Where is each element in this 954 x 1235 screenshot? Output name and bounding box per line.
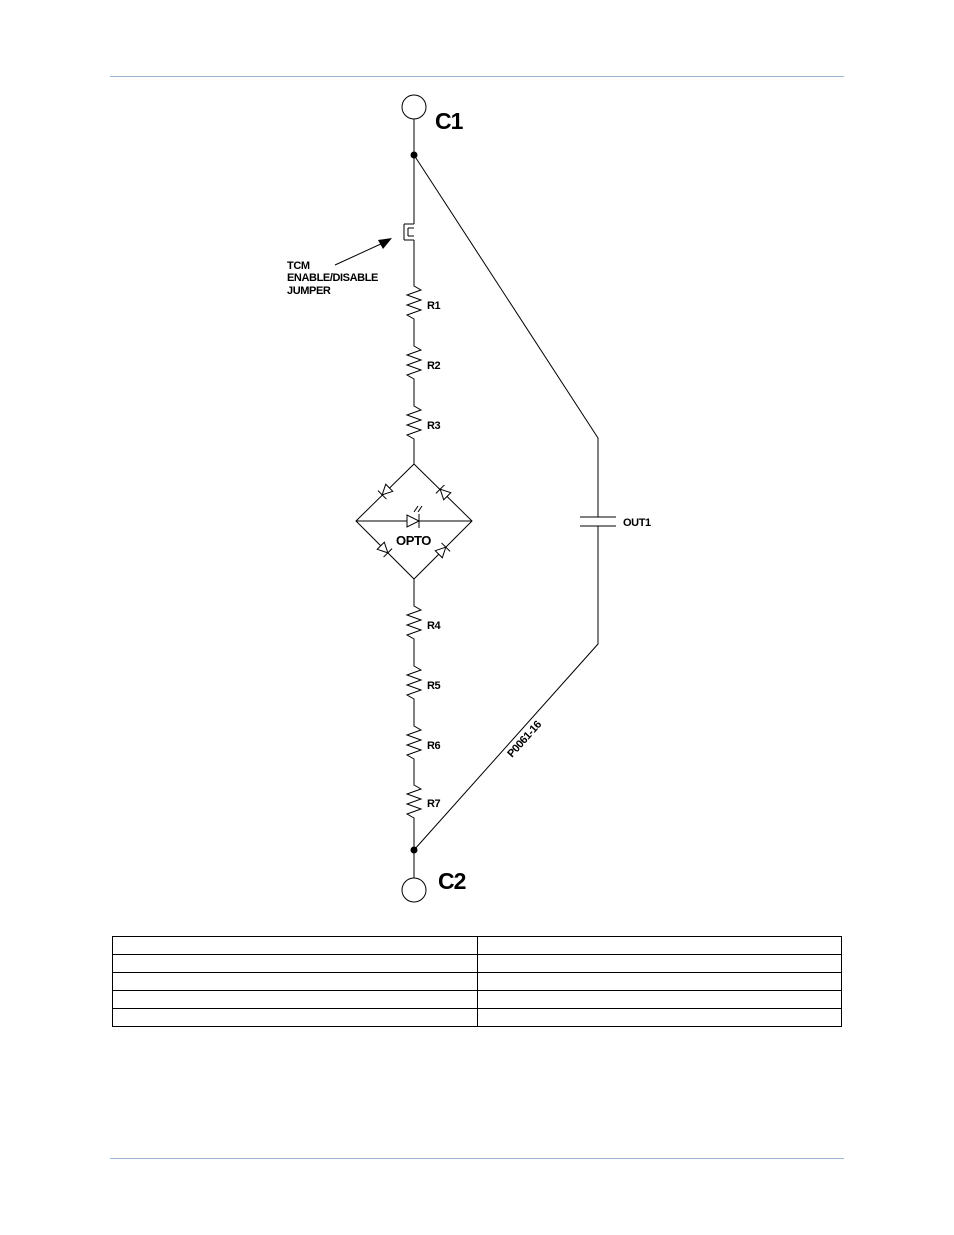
jumper-arrow-line — [334, 242, 384, 266]
resistor-r1 — [405, 282, 423, 322]
terminal-c1-label: C1 — [435, 108, 464, 134]
bridge-diode-3 — [376, 541, 393, 558]
resistor-label-r4: R4 — [427, 620, 442, 632]
table-cell — [112, 936, 478, 955]
jumper-label-line-2: ENABLE/DISABLE — [287, 272, 378, 284]
jumper-label-line-3: JUMPER — [287, 285, 331, 297]
table-row — [112, 990, 842, 1009]
drawing-number: P0061-16 — [505, 719, 544, 760]
resistor-r5 — [405, 662, 423, 702]
resistor-label-r3: R3 — [427, 420, 441, 432]
table-row — [112, 1008, 842, 1027]
footer-rule — [110, 1158, 844, 1159]
opto-led — [406, 505, 423, 528]
bridge-diode-2 — [435, 484, 452, 501]
table-row — [112, 972, 842, 991]
resistor-r6 — [405, 722, 423, 762]
table-row — [112, 936, 842, 955]
bridge-diode-4 — [434, 542, 451, 559]
resistor-r2 — [405, 342, 423, 382]
table-row — [112, 954, 842, 973]
header-rule — [110, 76, 844, 77]
table-cell — [476, 936, 842, 955]
table-cell — [112, 990, 478, 1009]
resistor-label-r1: R1 — [427, 300, 441, 312]
table-cell — [112, 954, 478, 973]
output-wire-bottom — [413, 526, 599, 851]
table-cell — [112, 972, 478, 991]
jumper-label-line-1: TCM — [287, 260, 310, 272]
table-cell — [476, 954, 842, 973]
table-cell — [476, 972, 842, 991]
terminal-c1-circle — [401, 94, 427, 120]
resistor-label-r6: R6 — [427, 740, 441, 752]
junction-dot-top — [410, 151, 418, 159]
junction-dot-bottom — [410, 846, 418, 854]
resistor-r3 — [405, 402, 423, 442]
resistor-r7 — [405, 781, 423, 821]
output-wire-top — [413, 154, 599, 517]
resistor-label-r5: R5 — [427, 680, 441, 692]
resistor-label-r7: R7 — [427, 798, 441, 810]
terminal-c2-circle — [401, 877, 427, 903]
jumper-symbol — [403, 223, 414, 241]
resistor-r4 — [405, 602, 423, 642]
resistor-label-r2: R2 — [427, 360, 441, 372]
table-cell — [476, 1008, 842, 1027]
table-cell — [112, 1008, 478, 1027]
bridge-diode-1 — [377, 483, 394, 500]
terminal-c2-label: C2 — [438, 868, 466, 894]
jumper-arrow-head — [378, 238, 392, 249]
opto-label: OPTO — [396, 533, 431, 548]
tcm-circuit-diagram: C1 C2 TCM ENABLE/DISABLE JUMPER R1 R2 R3… — [287, 94, 651, 903]
table-cell — [476, 990, 842, 1009]
spec-table — [112, 936, 842, 1027]
output-label: OUT1 — [623, 517, 651, 529]
